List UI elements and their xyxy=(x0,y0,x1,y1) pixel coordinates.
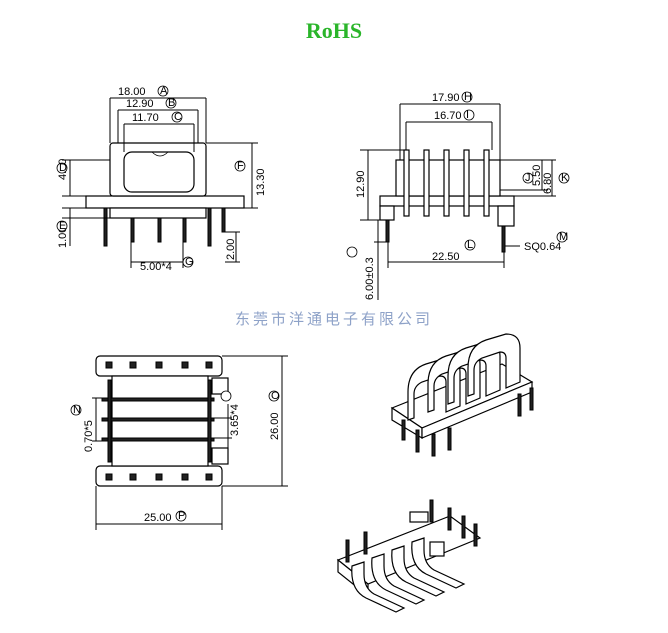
front-marker-e: E xyxy=(59,220,66,232)
bottom-dim-gap: 0.70*5 xyxy=(83,420,95,452)
front-flange xyxy=(85,195,245,209)
side-dim-pin: SQ0.64 xyxy=(524,241,561,253)
iso2-block xyxy=(429,541,445,557)
side-dim-pin-len: 6.00±0.3 xyxy=(364,257,376,300)
bottom-pads xyxy=(105,361,229,481)
iso-view-top xyxy=(390,333,534,457)
front-view: 18.00 A 12.90 B 11.70 C 4.00 D 1.00 E 13… xyxy=(56,85,267,273)
side-fins xyxy=(403,149,490,217)
rohs-title: RoHS xyxy=(305,18,363,43)
front-dim-pin-offset: 1.00 xyxy=(57,227,69,248)
front-marker-d: D xyxy=(59,162,67,174)
bottom-dim-pitch: 3.65*4 xyxy=(229,404,241,436)
side-marker-l: L xyxy=(467,239,473,251)
front-window xyxy=(123,151,195,193)
front-marker-f: F xyxy=(237,160,244,172)
front-rail xyxy=(109,207,207,219)
side-view: 17.90 H 16.70 I 12.90 5.50 J 6.80 K 22.5… xyxy=(346,91,570,300)
front-dim-pin-len: 2.00 xyxy=(225,239,237,260)
side-marker-j: J xyxy=(525,172,531,184)
bottom-marker-p: P xyxy=(178,510,185,522)
front-notch xyxy=(151,151,169,157)
iso-view-bottom xyxy=(336,499,482,613)
side-dim-width-a: 17.90 xyxy=(432,92,460,104)
front-marker-b: B xyxy=(168,97,175,109)
company-watermark: 东莞市洋通电子有限公司 xyxy=(234,310,433,328)
front-marker-a: A xyxy=(160,85,168,97)
side-dim-width-b: 16.70 xyxy=(434,110,462,122)
iso1-fins xyxy=(407,333,521,421)
bottom-bars xyxy=(101,379,215,463)
bottom-dim-height: 26.00 xyxy=(269,412,281,440)
front-dim-width-b: 12.90 xyxy=(126,98,154,110)
side-marker-m: M xyxy=(559,231,568,243)
side-foot-left xyxy=(379,205,395,221)
side-marker-k: K xyxy=(561,172,569,184)
side-marker-h: H xyxy=(464,91,472,103)
front-dim-width-a: 18.00 xyxy=(118,86,146,98)
bottom-dim-width: 25.00 xyxy=(144,512,172,524)
side-pin-right xyxy=(501,225,506,253)
side-marker-i: I xyxy=(466,109,469,121)
front-marker-c: C xyxy=(174,111,182,123)
iso2-clip xyxy=(409,511,429,523)
bottom-marker-o: O xyxy=(271,390,280,402)
iso2-fins xyxy=(351,537,466,613)
side-pin-left xyxy=(385,219,390,243)
side-dim-h1: 5.50 xyxy=(531,165,543,186)
front-marker-g: G xyxy=(185,256,194,268)
front-dim-width-c: 11.70 xyxy=(132,112,159,124)
front-dim-pin-pitch: 5.00*4 xyxy=(140,261,172,273)
bottom-view: 0.70*5 N 3.65*4 26.00 O 25.00 P xyxy=(70,355,288,530)
side-dim-h2: 6.80 xyxy=(542,173,554,194)
iso2-pins xyxy=(345,499,478,563)
iso1-pins xyxy=(401,387,534,457)
front-dim-height-total: 13.30 xyxy=(255,168,267,196)
side-foot-right xyxy=(497,205,515,227)
side-dim-span: 22.50 xyxy=(432,251,460,263)
side-dim-height: 12.90 xyxy=(355,170,367,198)
front-pins xyxy=(103,207,226,247)
bottom-marker-n: N xyxy=(73,404,81,416)
